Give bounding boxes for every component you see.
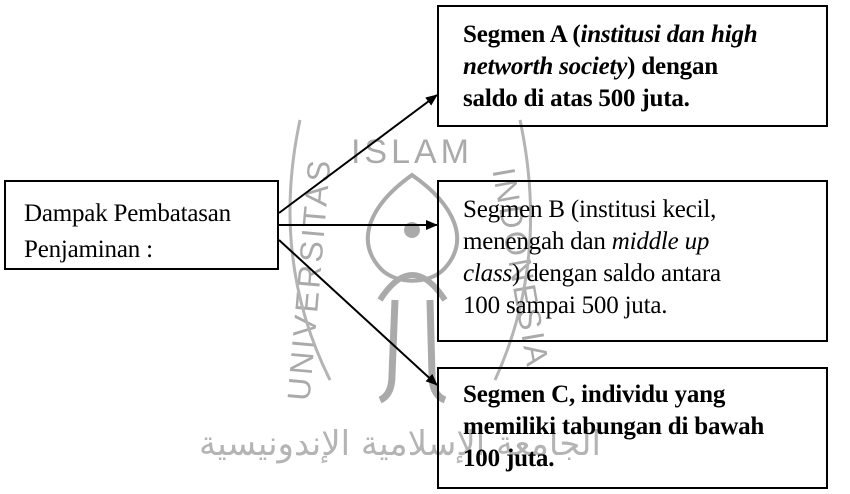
segment-b-line-1: Segmen B (institusi kecil, bbox=[463, 196, 717, 223]
seal-flame-shape bbox=[365, 172, 460, 283]
watermark-top-text: ISLAM bbox=[351, 133, 473, 171]
segment-b-box: Segmen B (institusi kecil, menengah dan … bbox=[437, 180, 828, 342]
source-line-2: Penjaminan : bbox=[24, 236, 153, 263]
source-box-dampak-pembatasan: Dampak Pembatasan Penjaminan : bbox=[4, 180, 279, 270]
segment-c-line-3: 100 juta. bbox=[463, 445, 555, 472]
segment-a-line-2: networth society) dengan bbox=[463, 51, 814, 83]
segment-c-box: Segmen C, individu yang memiliki tabunga… bbox=[437, 367, 828, 489]
segment-a-line-2-italic: networth society bbox=[463, 53, 628, 80]
segment-b-line-3-italic: class bbox=[463, 260, 513, 287]
segment-b-line-3: class) dengan saldo antara bbox=[463, 258, 814, 290]
seal-outer-ring-right bbox=[493, 119, 533, 381]
segment-a-line-1-italic: institusi dan high bbox=[580, 21, 758, 48]
segment-c-line-2: memiliki tabungan di bawah bbox=[463, 413, 765, 440]
seal-left-stem bbox=[378, 299, 399, 404]
watermark-arabic-text: الجامعة الإسلامية الإندونيسية bbox=[199, 424, 601, 464]
segment-a-line-3: saldo di atas 500 juta. bbox=[463, 85, 690, 112]
segment-b-line-2-plain: menengah dan bbox=[463, 228, 612, 255]
segment-a-box: Segmen A (institusi dan high networth so… bbox=[437, 5, 828, 127]
source-line-1: Dampak Pembatasan bbox=[24, 200, 231, 227]
segment-a-line-1-plain: Segmen A ( bbox=[463, 21, 581, 48]
segment-b-line-4: 100 sampai 500 juta. bbox=[463, 292, 668, 319]
segment-a-line-1: Segmen A (institusi dan high bbox=[463, 19, 814, 51]
seal-outer-ring-left bbox=[288, 119, 332, 381]
arrow-to-segment-a bbox=[278, 94, 438, 214]
segment-b-line-3-plain: ) dengan saldo antara bbox=[512, 260, 721, 287]
arrow-to-segment-c bbox=[278, 239, 438, 386]
segment-b-line-2-italic: middle up bbox=[611, 228, 710, 255]
segment-c-line-1: Segmen C, individu yang bbox=[463, 381, 726, 408]
segment-a-line-2-plain: ) dengan bbox=[627, 53, 718, 80]
segment-b-line-2: menengah dan middle up bbox=[463, 226, 814, 258]
